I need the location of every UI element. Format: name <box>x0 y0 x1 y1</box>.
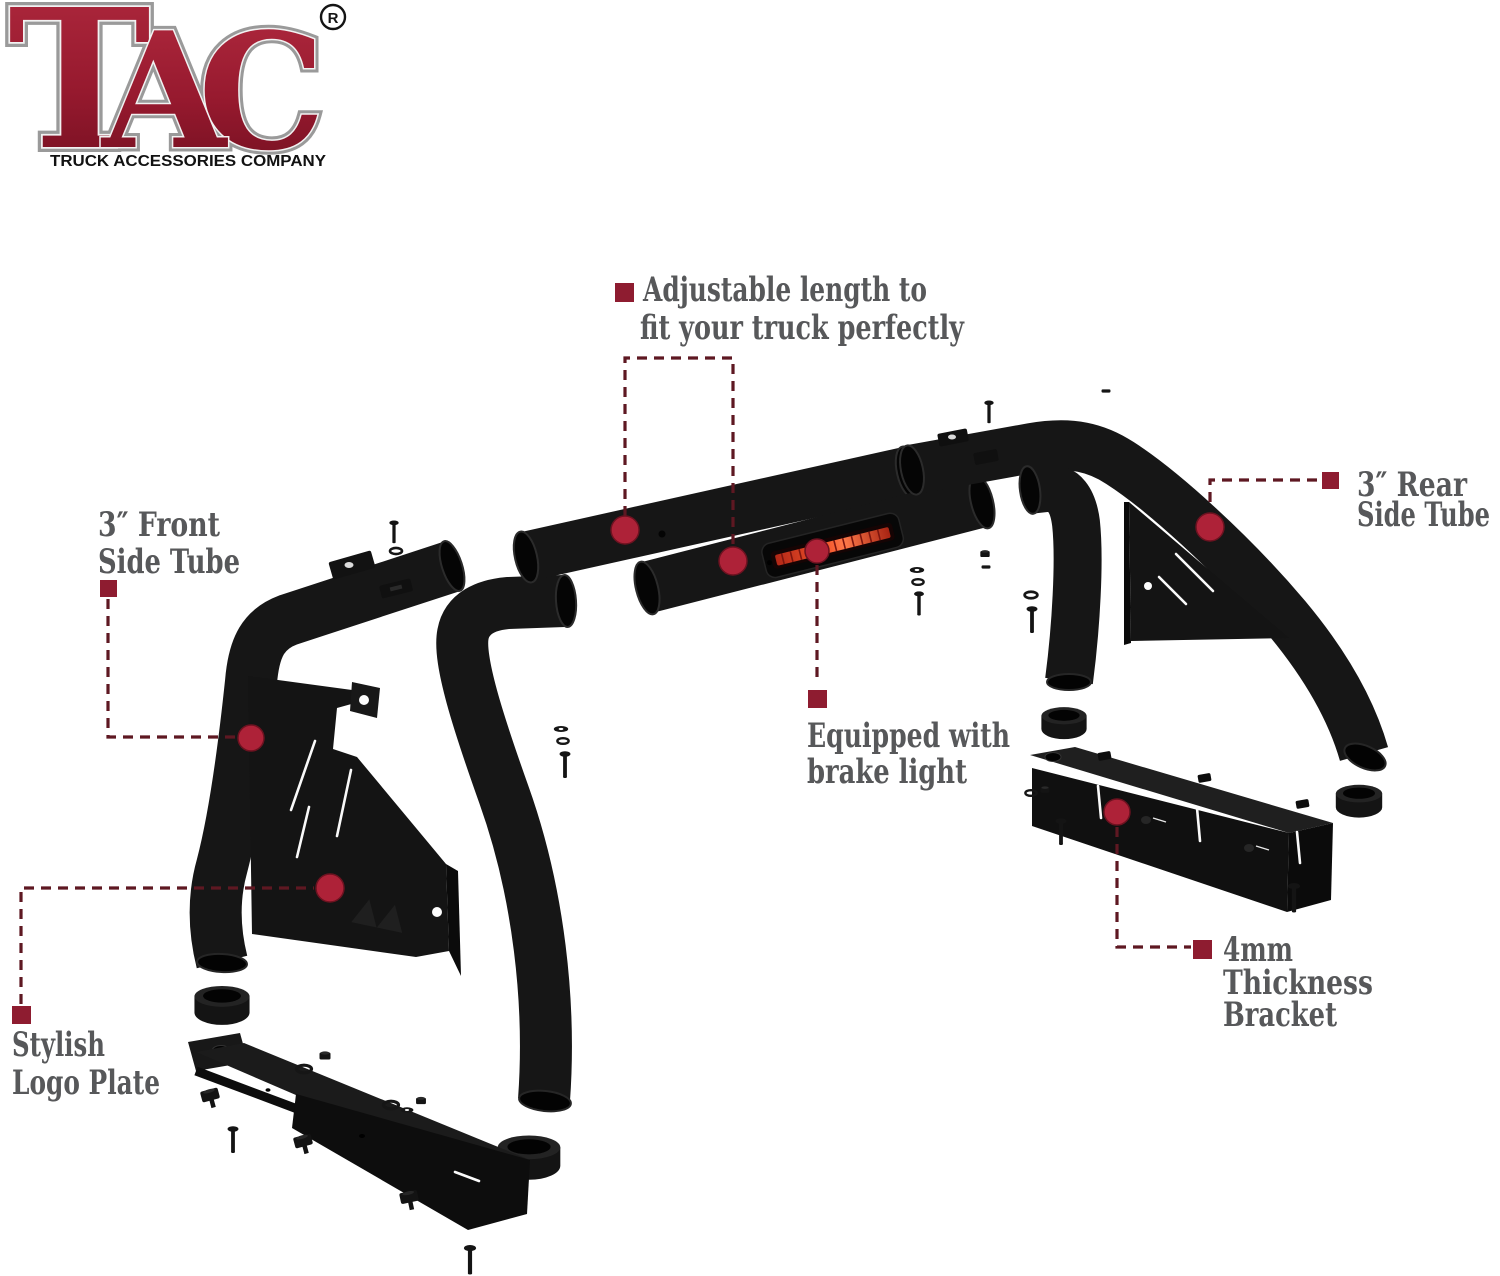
callout-text: fit your truck perfectly <box>640 308 965 348</box>
pin <box>1101 389 1111 393</box>
tube-opening <box>438 540 466 592</box>
nut <box>416 1096 426 1105</box>
callout-line <box>106 599 237 739</box>
tube-opening <box>633 560 661 616</box>
bolt <box>227 1126 239 1153</box>
nut <box>980 550 990 557</box>
washer <box>556 736 570 746</box>
callout-marker-square <box>100 580 117 597</box>
callout-text: Stylish <box>12 1025 105 1065</box>
callout-text: Side Tube <box>98 542 240 582</box>
mounting-tab <box>328 550 413 599</box>
callout-line <box>1115 827 1191 949</box>
brake-light <box>761 512 905 579</box>
callout-text: Side Tube <box>1357 495 1490 535</box>
washer <box>553 725 569 733</box>
nut <box>1040 786 1050 793</box>
bolt <box>463 1245 477 1275</box>
callout-text: Bracket <box>1223 995 1337 1035</box>
tac-logo-letters: T C A T C A <box>3 0 330 198</box>
tube-opening <box>512 530 540 584</box>
callout-front-side-tube: 3″ Front Side Tube <box>98 505 265 752</box>
front-mounting-bracket <box>188 1033 530 1230</box>
callout-marker-square <box>1193 940 1212 959</box>
callout-text: Equipped with <box>807 716 1010 756</box>
tube-opening <box>1046 673 1092 691</box>
set-screw <box>1141 816 1270 852</box>
callout-marker-square <box>1322 472 1339 489</box>
callout-text: 3″ Rear <box>1357 465 1468 505</box>
pin <box>981 565 991 569</box>
tube-opening <box>1343 742 1387 772</box>
logo-letter-t: T <box>8 0 151 193</box>
washer <box>911 577 925 587</box>
svg-text:R: R <box>328 10 339 27</box>
washer <box>388 546 404 556</box>
callout-marker-square <box>615 283 634 302</box>
tube-spacer-collar <box>1041 707 1087 740</box>
tube-opening <box>518 1089 572 1113</box>
mounting-tab <box>937 428 999 465</box>
callout-marker-square <box>12 1006 31 1024</box>
t-bolt <box>398 1189 421 1212</box>
registered-trademark-icon: R <box>319 3 347 31</box>
callout-marker-dot <box>1103 798 1131 826</box>
callout-marker-dot <box>315 873 345 903</box>
rear-side-tube-near-leg <box>1022 464 1102 685</box>
logo-letter-a: A <box>100 0 228 185</box>
bolt <box>559 751 571 778</box>
callout-text: Thickness <box>1223 963 1373 1003</box>
washer <box>1023 590 1039 600</box>
callout-marker-dot <box>804 538 830 564</box>
tube-opening <box>1018 465 1042 515</box>
callout-text: brake light <box>807 752 967 792</box>
callout-bracket: 4mm Thickness Bracket <box>1103 798 1373 1035</box>
callout-line <box>623 356 735 546</box>
svg-text:C: C <box>198 0 325 186</box>
bolt <box>914 591 924 616</box>
adjustment-hole <box>658 530 666 538</box>
callout-marker-dot <box>610 515 640 545</box>
rear-mounting-bracket <box>1030 747 1333 912</box>
callout-marker-square <box>808 690 827 708</box>
bolt <box>389 520 399 544</box>
svg-text:T: T <box>8 0 151 193</box>
logo-plate: ▲▲ <box>248 676 461 976</box>
bolt <box>984 400 994 424</box>
callout-marker-dot <box>237 724 265 752</box>
brand-tagline: TRUCK ACCESSORIES COMPANY <box>50 153 326 170</box>
washer <box>400 1107 414 1113</box>
logo-letter-c: C <box>198 0 325 186</box>
svg-text:A: A <box>100 0 228 185</box>
front-side-tube-right-leg <box>436 575 572 1102</box>
t-bolt <box>199 1087 223 1110</box>
callout-text: 3″ Front <box>98 505 220 545</box>
callout-text: 4mm <box>1223 930 1293 970</box>
tube-opening <box>196 952 248 974</box>
front-side-tube-left-leg <box>189 542 459 969</box>
tube-spacer-collar <box>1335 784 1383 818</box>
tube-opening <box>554 574 578 628</box>
tube-spacer-collar <box>194 985 250 1025</box>
callout-marker-dot <box>1195 512 1225 542</box>
washer <box>909 566 925 574</box>
callout-marker-dot <box>718 546 748 576</box>
tube-opening <box>899 444 925 496</box>
front-side-tube-assembly: ▲▲ <box>189 540 578 1113</box>
bolt <box>1026 606 1038 633</box>
callout-text: Adjustable length to <box>642 270 927 310</box>
callout-brake-light: Equipped with brake light <box>804 538 1010 792</box>
callout-line <box>19 886 314 1004</box>
callout-adjustable-length: Adjustable length to fit your truck perf… <box>610 270 965 576</box>
callout-line <box>1208 478 1317 507</box>
callout-logo-plate: Stylish Logo Plate <box>12 873 345 1103</box>
rear-gusset-plate <box>1124 502 1289 645</box>
nut <box>319 1051 331 1060</box>
brand-logo: T C A T C A R TRUCK ACCESSORIES COMPANY <box>3 0 347 198</box>
callout-text: Logo Plate <box>12 1063 160 1103</box>
callout-rear-side-tube: 3″ Rear Side Tube <box>1195 465 1490 542</box>
